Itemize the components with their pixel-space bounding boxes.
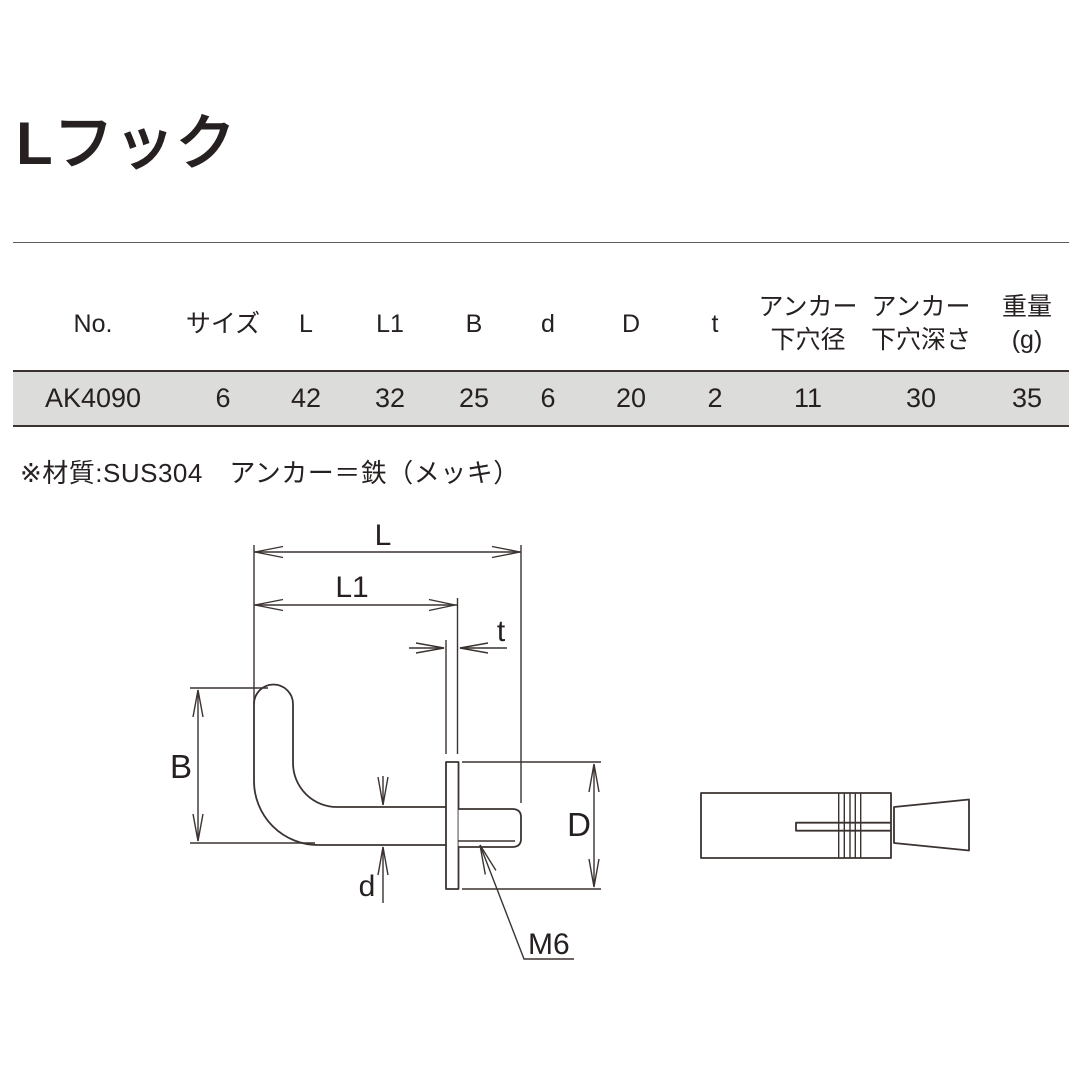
dim-label-D: D — [567, 806, 591, 843]
dim-label-M6: M6 — [528, 928, 570, 961]
arrowhead — [588, 858, 600, 888]
dim-L1: L1 — [254, 571, 459, 754]
spec-table-header: No. サイズ L L1 B d D t アンカー下穴径 アンカー下穴深さ 重量… — [0, 291, 1080, 357]
anchor-slot — [795, 821, 891, 832]
spec-table-row: AK4090 6 42 32 25 6 20 2 11 30 35 — [13, 370, 1069, 427]
cell-b: 25 — [458, 383, 490, 413]
cell-weight: 35 — [1011, 383, 1043, 413]
cell-t: 2 — [707, 383, 723, 413]
col-header-no: No. — [73, 309, 113, 338]
dim-B: B — [170, 687, 315, 844]
arrowhead — [254, 598, 284, 612]
arrowhead — [192, 813, 204, 842]
cell-no: AK4090 — [44, 383, 142, 413]
col-header-b: B — [465, 309, 483, 338]
arrowhead — [491, 545, 521, 559]
arrowhead — [459, 642, 489, 654]
arrowhead — [428, 598, 456, 612]
cell-anchor-hole-dia: 11 — [793, 383, 823, 413]
material-note: ※材質:SUS304 アンカー＝鉄（メッキ） — [20, 458, 520, 488]
col-header-l1: L1 — [376, 309, 404, 338]
cell-d-small: 6 — [540, 383, 556, 413]
l-hook-drawing — [253, 683, 522, 890]
dim-label-L1: L1 — [335, 571, 368, 604]
arrowhead — [415, 642, 445, 654]
anchor-drawing — [700, 792, 970, 859]
arrowhead — [588, 763, 600, 793]
cell-l1: 32 — [374, 383, 406, 413]
dim-d: d — [359, 776, 389, 903]
threaded-stud — [458, 808, 522, 848]
flange-plate — [445, 761, 460, 890]
arrowhead — [377, 846, 389, 876]
cell-anchor-hole-depth: 30 — [905, 383, 937, 413]
col-header-l: L — [299, 309, 313, 338]
cell-d-large: 20 — [615, 383, 647, 413]
col-header-weight: 重量(g) — [1001, 293, 1053, 354]
anchor-cone — [893, 798, 970, 852]
arrowhead — [254, 545, 284, 559]
divider — [13, 242, 1069, 243]
thread-callout: M6 — [479, 844, 574, 961]
dimension-diagram: L L1 t B d D — [170, 519, 970, 961]
dim-L: L — [253, 519, 522, 803]
col-header-size: サイズ — [185, 309, 261, 338]
dim-label-L: L — [375, 519, 392, 552]
dim-D: D — [462, 761, 601, 890]
anchor-grooves — [838, 793, 862, 858]
arrowhead — [479, 844, 497, 875]
col-header-t: t — [711, 309, 719, 338]
dim-label-d: d — [359, 870, 376, 903]
page-title: Lフック — [16, 110, 237, 177]
arrowhead — [377, 776, 389, 806]
cell-size: 6 — [215, 383, 231, 413]
dim-label-B: B — [170, 748, 192, 785]
col-header-d-large: D — [621, 309, 641, 338]
dim-label-t: t — [497, 615, 506, 648]
anchor-body — [700, 792, 892, 859]
col-header-anchor-hole-dia: アンカー下穴径 — [758, 293, 858, 354]
hook-outline — [253, 683, 446, 846]
cell-l: 42 — [290, 383, 322, 413]
arrowhead — [192, 689, 204, 718]
dim-t: t — [409, 615, 507, 754]
col-header-anchor-hole-depth: アンカー下穴深さ — [870, 293, 972, 354]
col-header-d-small: d — [541, 309, 555, 338]
